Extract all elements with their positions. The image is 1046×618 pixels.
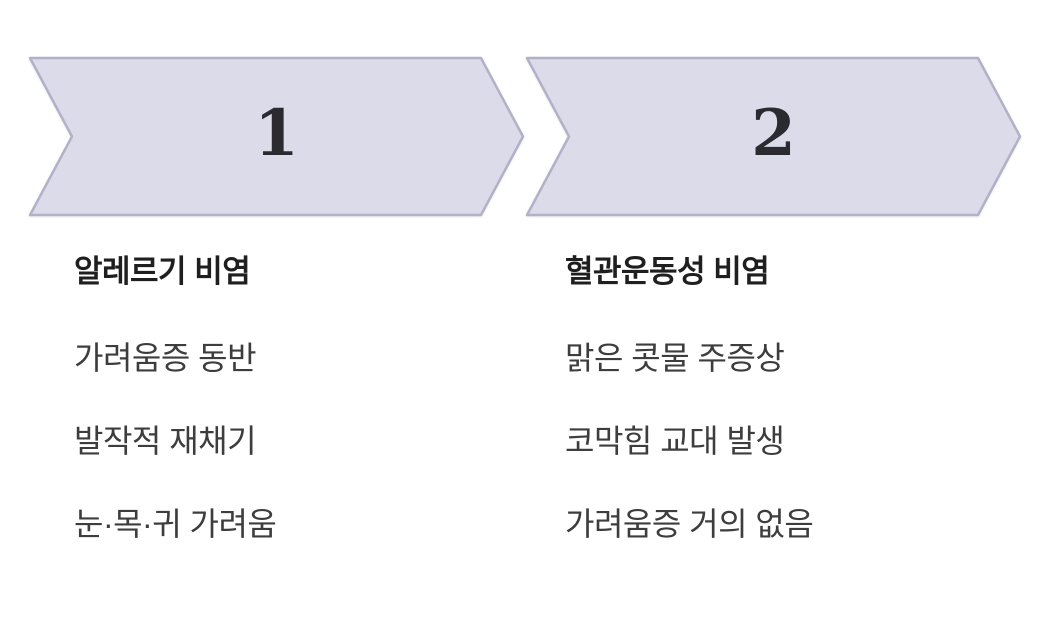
step-1-symptom-item: 발작적 재채기 bbox=[74, 423, 257, 459]
step-2-details: 혈관운동성 비염 맑은 콧물 주증상 코막힘 교대 발생 가려움증 거의 없음 bbox=[565, 250, 995, 544]
step-2-symptom-item: 코막힘 교대 발생 bbox=[565, 423, 785, 459]
step-1-title: 알레르기 비염 bbox=[74, 254, 251, 289]
chevron-1-shape bbox=[28, 56, 525, 217]
step-2-number: 2 bbox=[751, 96, 796, 171]
step-1-number: 1 bbox=[254, 96, 299, 171]
step-1-symptom-item: 가려움증 동반 bbox=[74, 340, 257, 376]
chevron-2-shape bbox=[525, 56, 1022, 217]
step-2-symptom-item: 맑은 콧물 주증상 bbox=[565, 340, 785, 376]
step-2-symptom-item: 가려움증 거의 없음 bbox=[565, 506, 814, 542]
step-1-details: 알레르기 비염 가려움증 동반 발작적 재채기 눈·목·귀 가려움 bbox=[74, 250, 504, 544]
step-1-symptom-item: 눈·목·귀 가려움 bbox=[74, 506, 277, 542]
chevron-band bbox=[28, 56, 1022, 217]
step-2-title: 혈관운동성 비염 bbox=[565, 254, 770, 289]
